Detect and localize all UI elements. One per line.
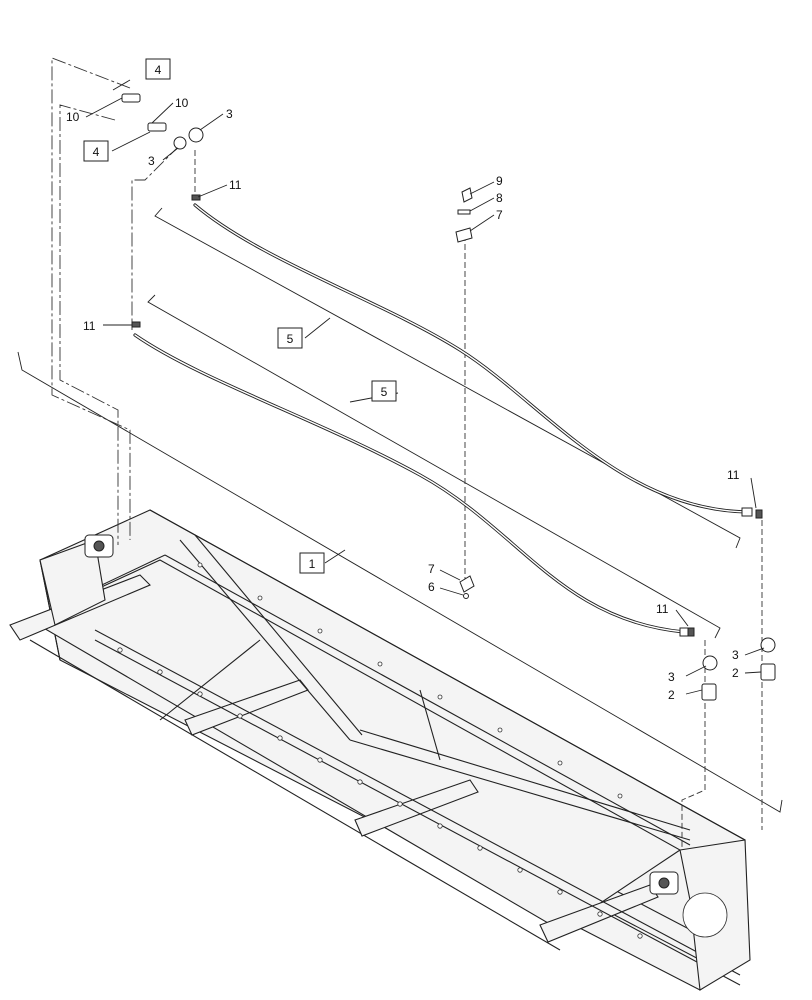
endplate-opening <box>682 892 728 938</box>
fitting-10-mid <box>147 122 167 132</box>
elbow-3-right <box>760 637 776 653</box>
leader-lines <box>85 79 765 695</box>
svg-text:4: 4 <box>155 63 162 77</box>
adapter-2-lower <box>701 683 717 701</box>
header-frame <box>9 509 751 991</box>
callout-3-right: 3 <box>732 648 739 662</box>
frame-arm-3 <box>354 779 479 837</box>
nut-6 <box>463 593 469 599</box>
cap-11-b <box>131 321 141 328</box>
cap-11-c <box>755 509 763 519</box>
frame-skid-row <box>94 629 741 986</box>
callout-11-lower: 11 <box>656 602 669 616</box>
frame-top-tube <box>28 559 682 931</box>
clamp-7-top <box>455 227 473 243</box>
group-boundary-lines <box>17 207 783 813</box>
svg-text:1: 1 <box>309 557 316 571</box>
fittings <box>121 93 776 701</box>
callout-11-top: 11 <box>229 178 242 192</box>
callout-10-left: 10 <box>66 110 80 124</box>
callout-3-left: 3 <box>148 154 155 168</box>
callout-11-left: 11 <box>83 319 96 333</box>
svg-text:5: 5 <box>287 332 294 346</box>
callout-4-left: 4 <box>83 140 109 162</box>
bolt-9 <box>461 187 473 203</box>
frame-left-endplate <box>39 539 106 626</box>
clamp-7-bottom <box>459 575 475 593</box>
cap-11-a <box>191 194 201 201</box>
callout-2-lower: 2 <box>668 688 675 702</box>
frame-holes <box>117 562 643 939</box>
elbow-3-left <box>173 136 187 150</box>
hose-upper <box>193 203 753 517</box>
fitting-10-top <box>121 93 141 103</box>
callout-11-right: 11 <box>727 468 740 482</box>
elbow-3-lower <box>702 655 718 671</box>
svg-text:5: 5 <box>381 385 388 399</box>
callout-1: 1 <box>299 552 325 574</box>
right-hydraulic-motor <box>649 871 679 895</box>
callout-3-top: 3 <box>226 107 233 121</box>
callout-10-right: 10 <box>175 96 189 110</box>
svg-text:4: 4 <box>93 145 100 159</box>
elbow-3-top <box>188 127 204 143</box>
callout-4-top: 4 <box>145 58 171 80</box>
cap-11-d <box>687 627 695 637</box>
callout-8: 8 <box>496 191 503 205</box>
callout-7-bottom: 7 <box>428 562 435 576</box>
callout-5-upper: 5 <box>277 327 303 349</box>
washer-8 <box>457 209 471 215</box>
callout-6: 6 <box>428 580 435 594</box>
callout-9: 9 <box>496 174 503 188</box>
left-hydraulic-motor <box>84 534 114 558</box>
adapter-2-right <box>760 663 776 681</box>
callout-2-right: 2 <box>732 666 739 680</box>
callout-7-top: 7 <box>496 208 503 222</box>
callout-5-lower: 5 <box>371 380 397 402</box>
callout-3-lower: 3 <box>668 670 675 684</box>
